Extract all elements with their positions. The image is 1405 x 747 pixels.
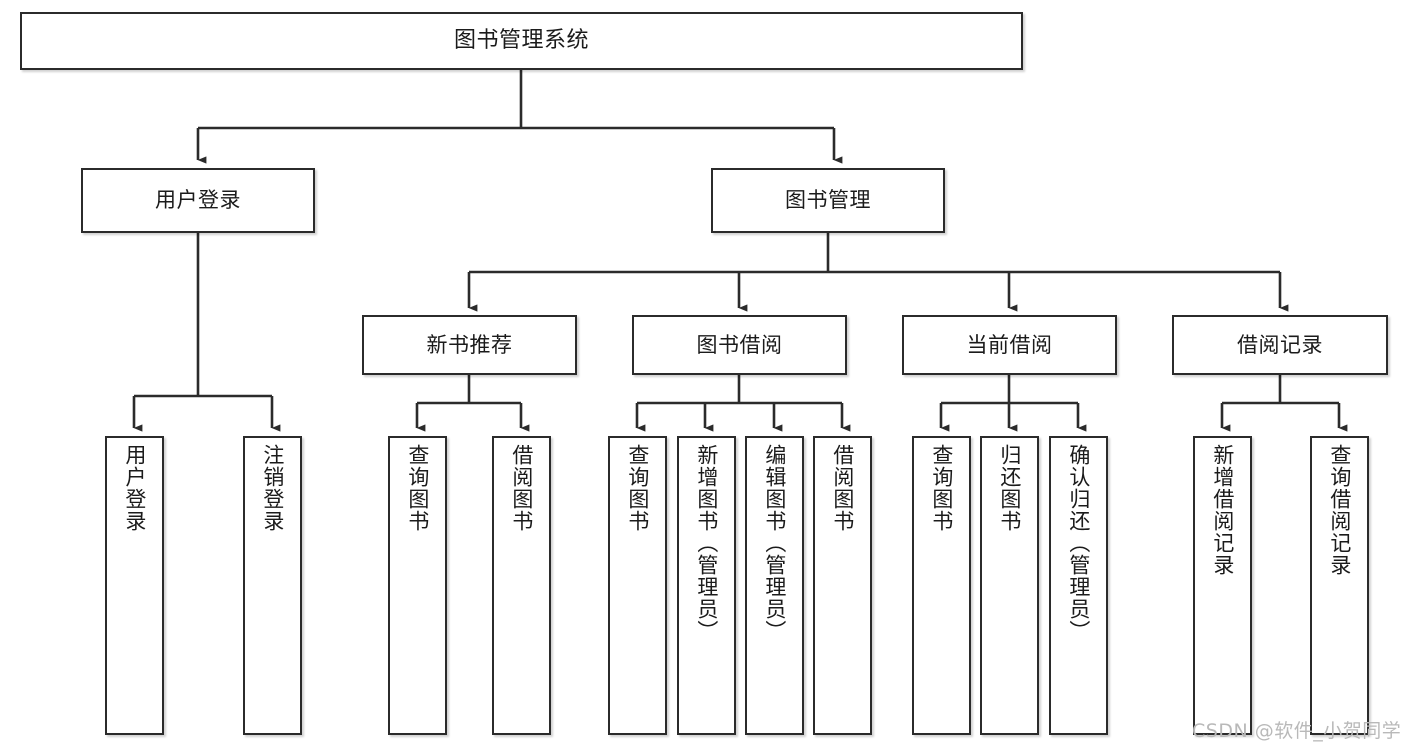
leaf-borrow-record-add[interactable]: 新增借阅记录 <box>1193 436 1252 735</box>
leaf-user-login-signout-label: 注销登录 <box>260 444 285 532</box>
node-book-management-label: 图书管理 <box>785 188 871 213</box>
leaf-borrow-book-borrow-label: 借阅图书 <box>830 444 855 532</box>
leaf-current-borrow-confirm-return[interactable]: 确认归还（管理员） <box>1049 436 1108 735</box>
node-current-borrowing-label: 当前借阅 <box>966 332 1053 357</box>
leaf-current-borrow-confirm-return-label: 确认归还（管理员） <box>1066 444 1091 642</box>
node-current-borrowing[interactable]: 当前借阅 <box>902 315 1117 375</box>
leaf-borrow-record-add-label: 新增借阅记录 <box>1210 444 1235 576</box>
leaf-borrow-book-add[interactable]: 新增图书（管理员） <box>677 436 736 735</box>
node-book-borrowing[interactable]: 图书借阅 <box>632 315 847 375</box>
node-new-book-recommendation[interactable]: 新书推荐 <box>362 315 577 375</box>
leaf-borrow-book-add-label: 新增图书（管理员） <box>694 444 719 642</box>
leaf-borrow-book-edit-label: 编辑图书（管理员） <box>762 444 787 642</box>
node-book-management[interactable]: 图书管理 <box>711 168 945 233</box>
leaf-new-book-borrow[interactable]: 借阅图书 <box>492 436 551 735</box>
node-root-system-label: 图书管理系统 <box>453 28 589 54</box>
leaf-current-borrow-return[interactable]: 归还图书 <box>980 436 1039 735</box>
leaf-user-login-signin-label: 用户登录 <box>122 444 147 532</box>
node-borrowing-record-label: 借阅记录 <box>1237 332 1323 357</box>
leaf-new-book-query-label: 查询图书 <box>405 444 430 532</box>
leaf-borrow-book-edit[interactable]: 编辑图书（管理员） <box>745 436 804 735</box>
watermark-text: CSDN @软件_小贺同学 <box>1192 720 1402 742</box>
leaf-user-login-signout[interactable]: 注销登录 <box>243 436 302 735</box>
node-book-borrowing-label: 图书借阅 <box>696 332 783 357</box>
node-new-book-recommendation-label: 新书推荐 <box>426 332 513 357</box>
node-borrowing-record[interactable]: 借阅记录 <box>1172 315 1388 375</box>
leaf-borrow-book-borrow[interactable]: 借阅图书 <box>813 436 872 735</box>
node-user-login[interactable]: 用户登录 <box>81 168 315 233</box>
leaf-new-book-borrow-label: 借阅图书 <box>509 444 534 532</box>
leaf-new-book-query[interactable]: 查询图书 <box>388 436 447 735</box>
leaf-current-borrow-query-label: 查询图书 <box>929 444 954 532</box>
leaf-current-borrow-return-label: 归还图书 <box>997 444 1022 532</box>
leaf-borrow-book-query-label: 查询图书 <box>625 444 650 532</box>
leaf-borrow-record-query[interactable]: 查询借阅记录 <box>1310 436 1369 735</box>
leaf-borrow-record-query-label: 查询借阅记录 <box>1327 444 1352 576</box>
node-user-login-label: 用户登录 <box>155 188 241 213</box>
leaf-current-borrow-query[interactable]: 查询图书 <box>912 436 971 735</box>
leaf-user-login-signin[interactable]: 用户登录 <box>105 436 164 735</box>
node-root-system[interactable]: 图书管理系统 <box>20 12 1023 70</box>
leaf-borrow-book-query[interactable]: 查询图书 <box>608 436 667 735</box>
